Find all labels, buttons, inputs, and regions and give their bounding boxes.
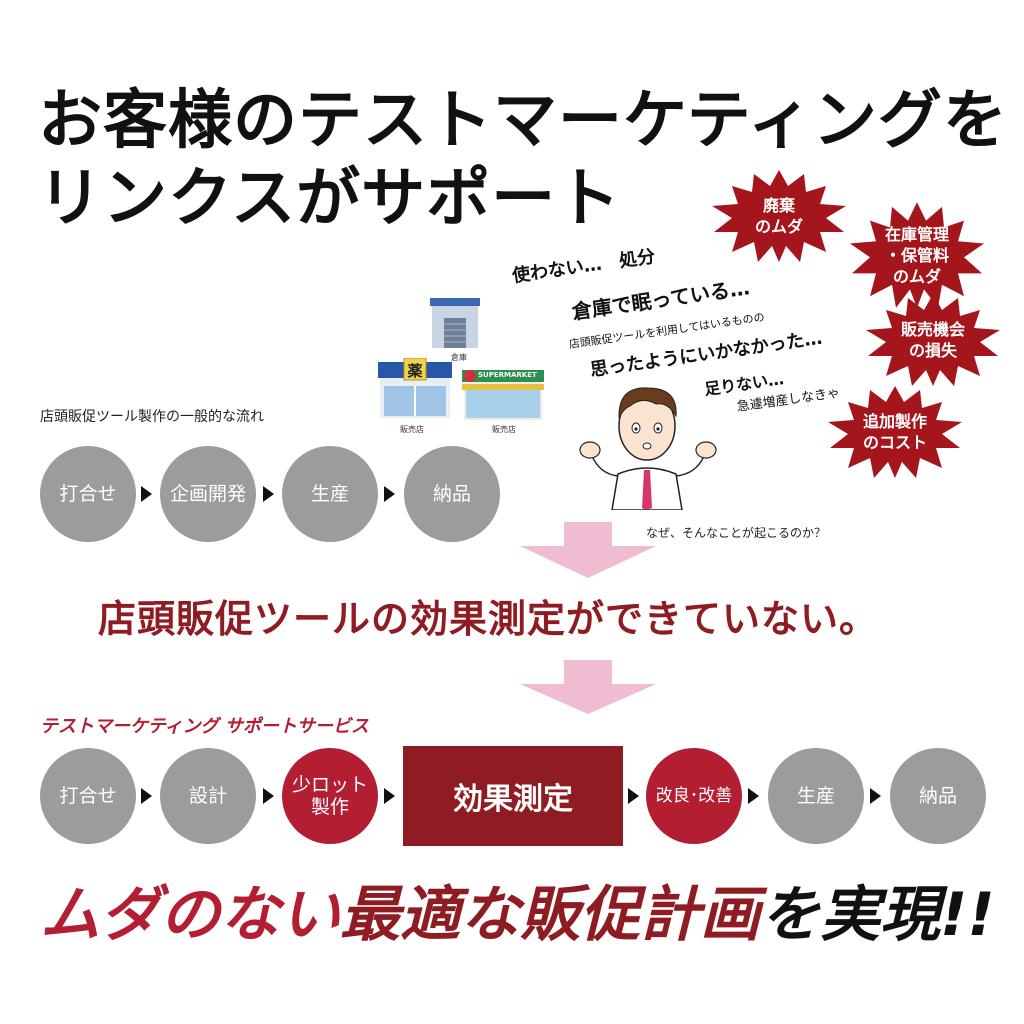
headline: お客様のテストマーケティングを リンクスがサポート [38,82,1008,238]
problem-conclusion: 店頭販促ツールの効果測定ができていない。 [98,597,879,641]
warehouse-illustration [430,298,480,350]
headline-line2: リンクスがサポート [38,162,622,236]
flow-arrow-icon [870,788,881,804]
general-step-production: 生産 [282,446,378,542]
burst-lost-sales-text: 販売機会 の損失 [900,320,965,360]
down-arrow-icon [520,660,656,714]
service-step-improvement: 改良･改善 [646,748,742,844]
warehouse-label: 倉庫 [451,353,467,362]
store1-label: 販売店 [400,425,424,434]
flow-arrow-icon [141,486,152,502]
general-step-planning: 企画開発 [160,446,256,542]
burst-extra-cost-text: 追加製作 のコスト [862,412,927,452]
burst-waste-text: 廃棄 のムダ [754,196,803,236]
service-step-meeting: 打合せ [40,748,136,844]
general-step-delivery: 納品 [404,446,500,542]
supermarket-sign: SUPERMARKET [478,371,537,379]
store2-label: 販売店 [492,425,516,434]
drugstore-illustration: 薬 [378,357,452,420]
burst-lost-sales: 販売機会 の損失 [858,292,1008,388]
question-text: なぜ、そんなことが起こるのか？ [646,526,827,540]
flow-arrow-icon [748,788,759,804]
supermarket-illustration: SUPERMARKET [462,366,544,422]
final-slogan-part1: ムダのない [40,880,340,950]
service-step-delivery: 納品 [890,748,986,844]
flow-arrow-icon [263,788,274,804]
service-step-effect-measurement: 効果測定 [403,746,623,846]
starburst-icon [850,202,984,308]
burst-extra-cost: 追加製作 のコスト [820,384,970,480]
flow-arrow-icon [263,486,274,502]
starburst-icon [712,170,846,262]
flow-arrow-icon [628,788,639,804]
worried-man-illustration [572,378,722,511]
final-slogan: ムダのない最適な販促計画を実現!! [40,866,995,953]
burst-waste: 廃棄 のムダ [704,168,854,264]
flow-arrow-icon [384,486,395,502]
service-step-design: 設計 [160,748,256,844]
service-title: テストマーケティング サポートサービス [40,716,369,737]
service-step-production: 生産 [768,748,864,844]
burst-inventory-text: 在庫管理 ・保管料 のムダ [884,224,949,286]
headline-line1: お客様のテストマーケティングを [38,84,1008,158]
down-arrow-icon [520,522,656,578]
flow-arrow-icon [141,788,152,804]
general-step-meeting: 打合せ [40,446,136,542]
service-step-small-lot: 少ロット 製作 [282,748,378,844]
drugstore-sign: 薬 [407,362,423,380]
flow-arrow-icon [384,788,395,804]
worry-unused: 使わない… 処分 [510,246,657,288]
burst-inventory: 在庫管理 ・保管料 のムダ [842,200,992,310]
starburst-icon [828,386,962,478]
starburst-icon [866,294,1000,386]
general-flow-label: 店頭販促ツール製作の一般的な流れ [40,409,264,425]
final-slogan-part3: を実現!! [760,880,995,950]
final-slogan-part2: 最適な販促計画 [340,880,760,950]
